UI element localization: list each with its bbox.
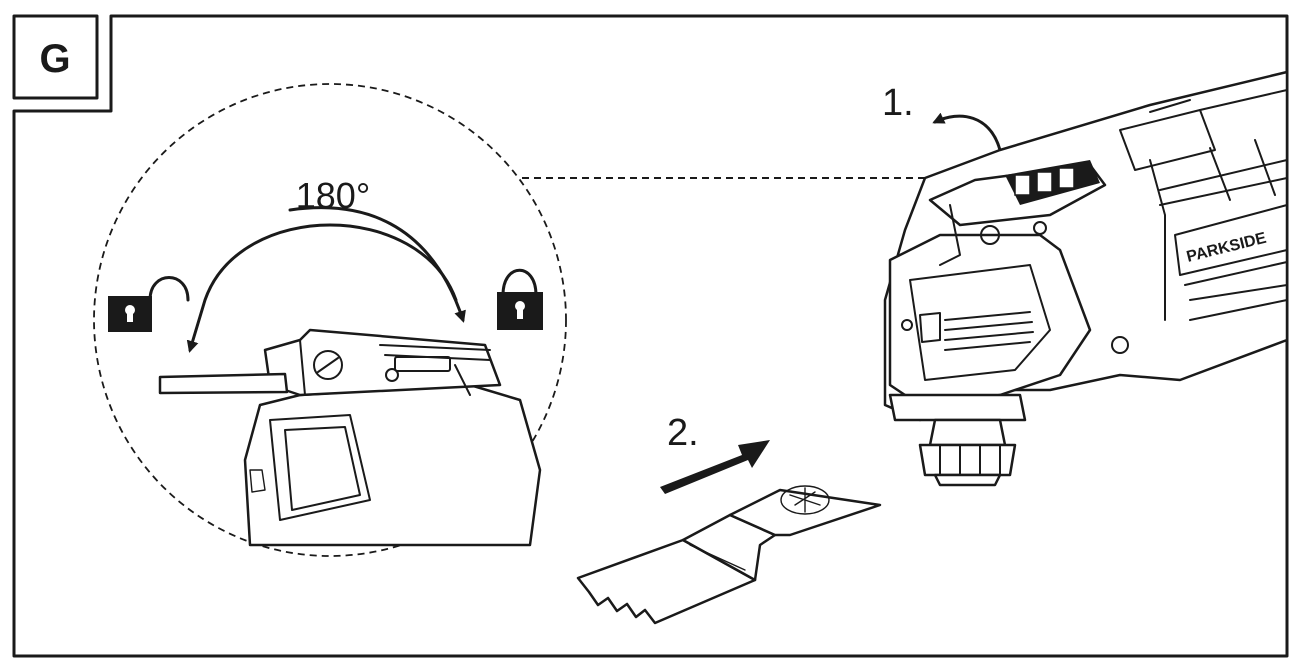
angle-label: 180° [296,175,370,216]
figure-frame [12,14,1289,658]
figure-badge-letter: G [39,37,70,81]
detail-magnifier-circle [93,83,567,557]
saw-blade [576,485,882,625]
step-1-arrow [932,112,1002,152]
padlock-closed-icon [497,268,543,330]
padlock-open-icon [108,276,190,332]
step-2-arrow [660,440,770,494]
step-1-label: 1. [882,82,914,124]
detail-view [108,206,543,547]
multi-tool: PARKSIDE [883,70,1289,487]
figure-badge [12,14,99,100]
step-2-label: 2. [667,412,699,454]
